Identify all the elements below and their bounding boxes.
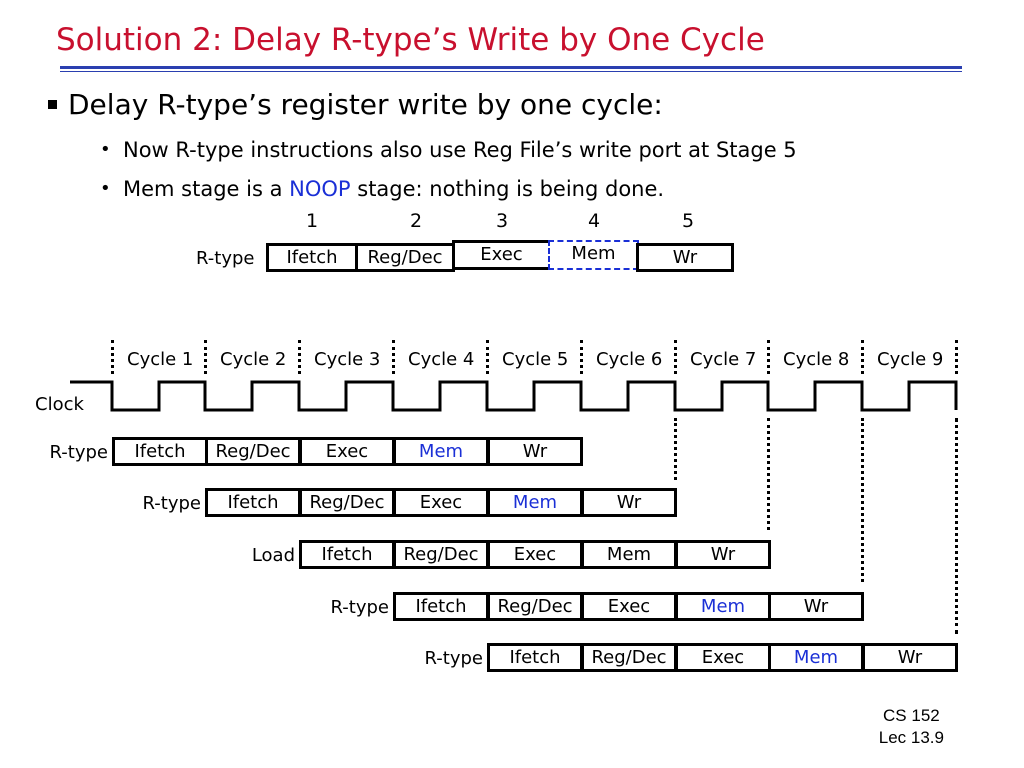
cycle-divider — [955, 340, 958, 374]
pipeline-stage-reg-dec: Reg/Dec — [581, 643, 677, 672]
cycle-divider — [392, 340, 395, 374]
cycle-divider — [204, 340, 207, 374]
square-bullet-icon — [48, 100, 57, 109]
clock-signal — [70, 380, 958, 412]
pipeline-stage-wr: Wr — [487, 437, 583, 466]
footer: CS 152 Lec 13.9 — [879, 705, 944, 749]
cycle-divider — [955, 418, 958, 634]
stage-box-wr: Wr — [636, 243, 734, 272]
cycle-label: Cycle 4 — [408, 349, 475, 370]
instruction-label: R-type — [330, 597, 389, 618]
pipeline-stage-reg-dec: Reg/Dec — [299, 488, 395, 517]
noop-highlight: NOOP — [289, 177, 351, 201]
pipeline-stage-reg-dec: Reg/Dec — [393, 540, 489, 569]
pipeline-stage-mem: Mem — [487, 488, 583, 517]
stage-box-reg-dec: Reg/Dec — [355, 243, 455, 272]
bullet-sub-2-prefix: Mem stage is a — [123, 177, 290, 201]
pipeline-stage-exec: Exec — [393, 488, 489, 517]
pipeline-stage-mem: Mem — [581, 540, 677, 569]
cycle-label: Cycle 6 — [596, 349, 663, 370]
stage-box-ifetch: Ifetch — [266, 243, 358, 272]
cycle-divider — [486, 340, 489, 374]
dot-bullet-icon: • — [100, 178, 111, 199]
pipeline-stage-wr: Wr — [581, 488, 677, 517]
cycle-label: Cycle 7 — [690, 349, 757, 370]
clock-label: Clock — [35, 394, 84, 415]
stage-box-exec: Exec — [452, 240, 551, 270]
cycle-label: Cycle 2 — [220, 349, 287, 370]
cycle-label: Cycle 8 — [783, 349, 850, 370]
pipeline-stage-wr: Wr — [675, 540, 771, 569]
cycle-divider — [580, 340, 583, 374]
stage-number: 2 — [410, 210, 423, 232]
cycle-divider — [861, 340, 864, 374]
cycle-label: Cycle 3 — [314, 349, 381, 370]
bullet-sub-2: Mem stage is a NOOP stage: nothing is be… — [123, 177, 664, 201]
stage-number: 1 — [306, 210, 319, 232]
course-code: CS 152 — [883, 706, 940, 725]
cycle-label: Cycle 1 — [127, 349, 194, 370]
cycle-label: Cycle 5 — [502, 349, 569, 370]
instruction-label: R-type — [424, 648, 483, 669]
stage-number: 5 — [682, 210, 695, 232]
lecture-number: Lec 13.9 — [878, 728, 944, 747]
cycle-divider — [674, 418, 677, 480]
stage-number: 3 — [496, 210, 509, 232]
stage-box-mem: Mem — [548, 240, 639, 270]
bullet-main: Delay R-type’s register write by one cyc… — [68, 88, 663, 121]
pipeline-stage-wr: Wr — [768, 592, 864, 621]
stage-row-label: R-type — [196, 248, 255, 269]
cycle-divider — [298, 340, 301, 374]
instruction-label: Load — [251, 545, 295, 566]
dot-bullet-icon: • — [100, 139, 111, 160]
cycle-divider — [111, 340, 114, 374]
cycle-divider — [767, 340, 770, 374]
pipeline-stage-ifetch: Ifetch — [393, 592, 489, 621]
stage-number: 4 — [588, 210, 601, 232]
pipeline-stage-ifetch: Ifetch — [112, 437, 208, 466]
cycle-label: Cycle 9 — [877, 349, 944, 370]
title-underline — [60, 66, 962, 69]
slide-title: Solution 2: Delay R-type’s Write by One … — [56, 22, 765, 58]
bullet-sub-1: Now R-type instructions also use Reg Fil… — [123, 138, 797, 162]
pipeline-stage-reg-dec: Reg/Dec — [487, 592, 583, 621]
pipeline-stage-exec: Exec — [675, 643, 771, 672]
pipeline-stage-mem: Mem — [393, 437, 489, 466]
instruction-label: R-type — [142, 493, 201, 514]
pipeline-stage-mem: Mem — [768, 643, 864, 672]
pipeline-stage-ifetch: Ifetch — [205, 488, 301, 517]
cycle-divider — [674, 340, 677, 374]
pipeline-stage-wr: Wr — [862, 643, 958, 672]
pipeline-stage-exec: Exec — [581, 592, 677, 621]
pipeline-stage-ifetch: Ifetch — [487, 643, 583, 672]
pipeline-stage-mem: Mem — [675, 592, 771, 621]
cycle-divider — [861, 418, 864, 582]
bullet-sub-2-suffix: stage: nothing is being done. — [350, 177, 665, 201]
title-underline-thin — [60, 71, 962, 72]
instruction-label: R-type — [49, 442, 108, 463]
cycle-divider — [767, 418, 770, 530]
